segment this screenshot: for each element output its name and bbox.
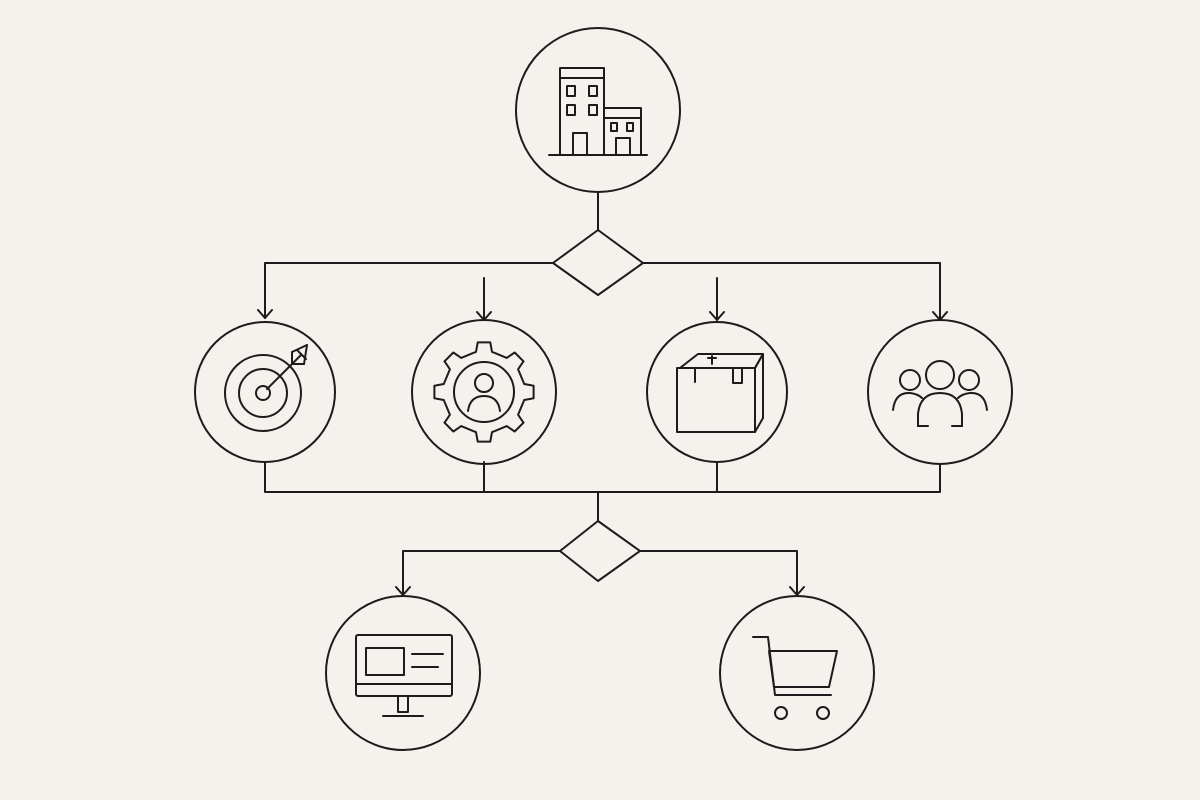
node-team	[867, 319, 1013, 465]
people-group-icon	[892, 360, 988, 427]
connector-lines	[257, 191, 948, 596]
node-product-circle	[646, 321, 788, 463]
node-team-circle	[867, 319, 1013, 465]
split-decision-diamond	[552, 229, 644, 296]
node-online	[325, 595, 481, 751]
edge-split-decision-to-team	[642, 262, 948, 321]
node-company	[515, 27, 681, 193]
computer-monitor-icon	[355, 634, 453, 717]
edge-bottom-collector-bar	[264, 461, 941, 493]
node-company-circle	[515, 27, 681, 193]
node-product	[646, 321, 788, 463]
node-retail	[719, 595, 875, 751]
package-box-icon	[676, 353, 764, 433]
node-goals	[194, 321, 336, 463]
edge-channel-decision-to-retail	[639, 550, 805, 596]
edge-split-decision-to-goals	[257, 262, 554, 319]
shopping-cart-icon	[752, 636, 838, 720]
edge-channel-decision-to-online	[395, 550, 561, 596]
target-icon	[224, 344, 308, 432]
node-operations-circle	[411, 319, 557, 465]
channel-decision-diamond	[559, 520, 641, 582]
building-icon	[548, 67, 648, 156]
node-goals-circle	[194, 321, 336, 463]
node-operations	[411, 319, 557, 465]
node-online-circle	[325, 595, 481, 751]
gear-person-icon	[433, 341, 535, 443]
node-retail-circle	[719, 595, 875, 751]
